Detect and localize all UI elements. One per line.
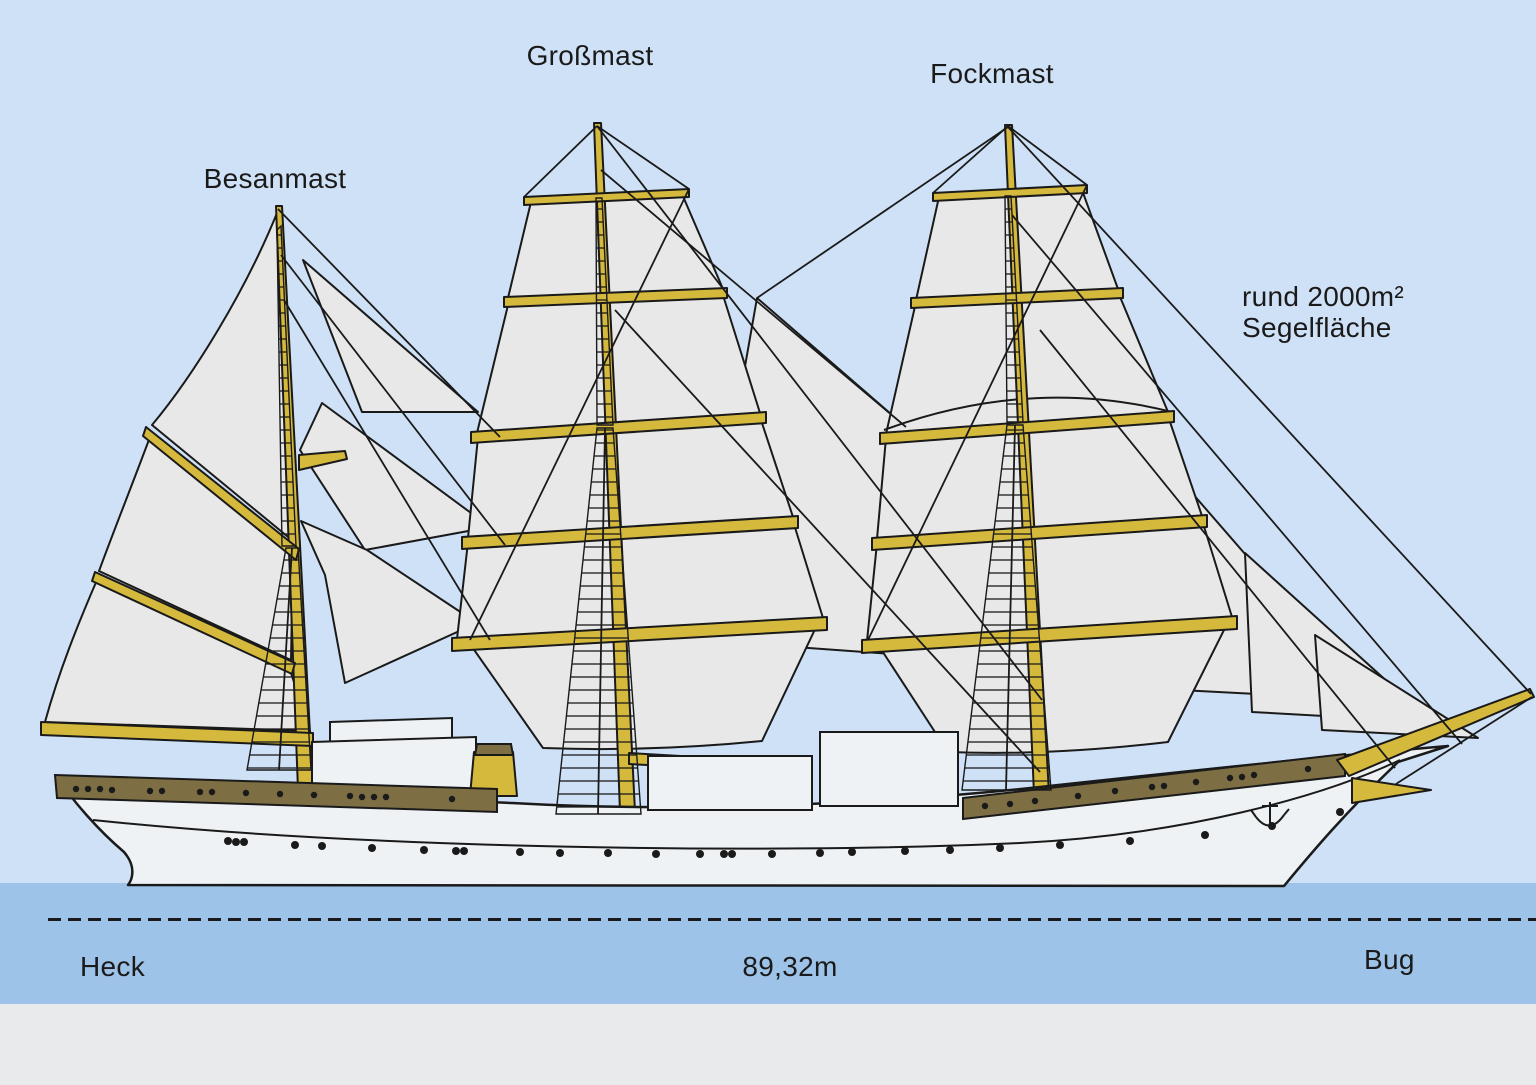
aft-rail [53,773,498,814]
fockmast-label: Fockmast [930,58,1054,89]
anchor-icon [1250,802,1290,829]
length-label: 89,32m [742,951,838,982]
bow-pennant [1351,777,1432,804]
besanmast-label: Besanmast [203,163,347,194]
hull-group [53,688,1535,888]
sail-area-annotation: rund 2000m² Segelfläche [1242,281,1404,343]
waterline-dashed-line [48,918,1536,921]
besanmast-sails [44,212,311,732]
sail-area-line2: Segelfläche [1242,312,1392,343]
water-band [0,883,1536,1004]
sail-area-line1: rund 2000m² [1242,281,1405,312]
bowsprit [1336,688,1535,777]
rigging-group [277,125,1532,773]
shroud-nets [246,195,1052,815]
rail-dots [72,765,1312,810]
grossmast-label: Großmast [526,40,654,71]
bow-label: Bug [1364,944,1415,975]
stern-label: Heck [80,951,145,982]
footer-band [0,1004,1536,1085]
